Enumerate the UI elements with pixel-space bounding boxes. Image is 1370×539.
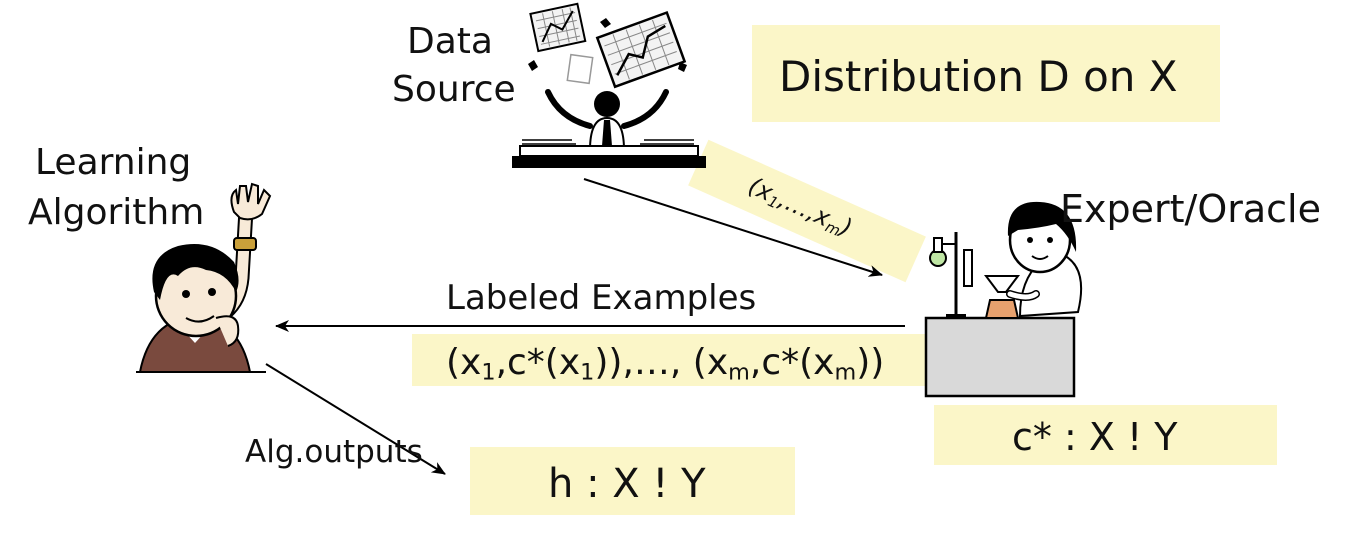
output-arrow	[265, 363, 446, 475]
learner-label-line2: Algorithm	[28, 192, 205, 233]
learner-label-line1: Learning	[35, 142, 192, 183]
distribution-label: Distribution D on X	[779, 52, 1178, 101]
data-source-label-line1: Data	[407, 21, 493, 62]
oracle-function-box	[934, 405, 1277, 465]
hypothesis-box	[470, 447, 795, 515]
labeled-examples-label: Labeled Examples	[446, 278, 757, 318]
oracle-label: Expert/Oracle	[1060, 187, 1321, 231]
hypothesis-label: h : X ! Y	[548, 461, 706, 507]
distribution-box	[752, 25, 1220, 122]
oracle-figure	[924, 201, 1083, 398]
oracle-function-label: c* : X ! Y	[1012, 415, 1178, 459]
data-source-figure	[512, 2, 706, 168]
labeled-examples-box	[412, 334, 926, 386]
sample-arrow	[583, 178, 883, 277]
learner-figure	[136, 182, 272, 373]
data-source-label-line2: Source	[392, 69, 516, 110]
labeled-examples-set: (x1,c*(x1)),…, (xm,c*(xm))	[446, 342, 885, 386]
alg-outputs-label: Alg.outputs	[245, 434, 423, 470]
